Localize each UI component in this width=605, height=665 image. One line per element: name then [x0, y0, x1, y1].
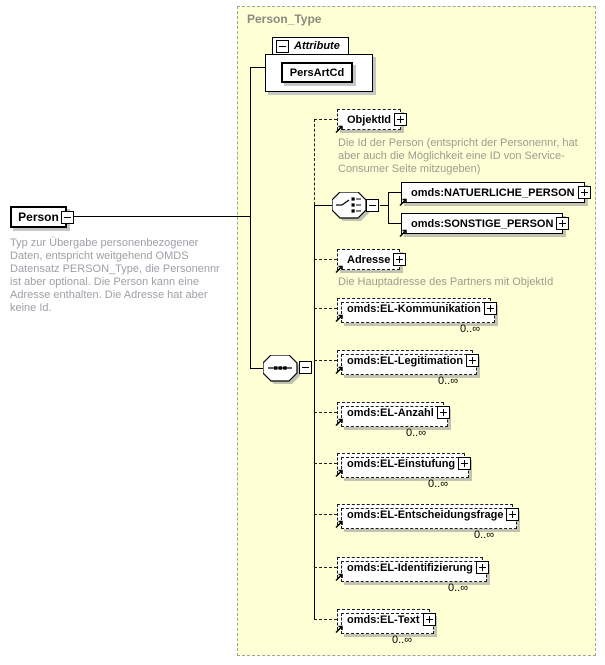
element-el-legitimation-label: omds:EL-Legitimation [347, 354, 464, 367]
connector-to-sequence [250, 368, 264, 369]
attribute-group-tab[interactable]: Attribute [272, 37, 349, 55]
connector-trunk-main [250, 67, 251, 369]
cardinality-el-anzahl: 0..∞ [406, 427, 427, 439]
element-sonstige-person[interactable]: omds:SONSTIGE_PERSON [399, 213, 570, 238]
cardinality-el-kommunikation: 0..∞ [460, 323, 481, 335]
element-el-text-label: omds:EL-Text [347, 613, 420, 626]
sequence-icon [263, 355, 300, 384]
element-natuerliche-person[interactable]: omds:NATUERLICHE_PERSON [399, 182, 591, 207]
element-sonstige-person-label: omds:SONSTIGE_PERSON [411, 217, 554, 230]
attribute-group-label: Attribute [294, 40, 340, 52]
expand-icon[interactable] [394, 112, 408, 126]
connector-children-trunk-optional [314, 119, 315, 205]
element-person-label: Person [18, 210, 59, 224]
element-reference-icon [335, 125, 343, 134]
connector-choice-out [380, 205, 388, 206]
connector-sonstige-person [388, 223, 401, 224]
element-reference-icon [335, 366, 343, 375]
attribute-persartcd[interactable]: PersArtCd [281, 62, 353, 83]
collapse-icon[interactable] [61, 211, 74, 224]
cardinality-el-text: 0..∞ [392, 634, 413, 646]
person-type-container: Person_Type [237, 6, 596, 656]
connector-el-kommunikation [314, 308, 337, 309]
connector-objektid [314, 119, 337, 120]
expand-icon[interactable] [506, 507, 520, 521]
element-el-einstufung[interactable]: omds:EL-Einstufung [335, 453, 472, 478]
element-reference-icon [335, 314, 343, 323]
connector-adresse [314, 259, 337, 260]
expand-icon[interactable] [577, 185, 591, 199]
element-reference-icon [335, 573, 343, 582]
connector-el-einstufung [314, 463, 337, 464]
cardinality-el-entscheidungsfrage: 0..∞ [474, 529, 495, 541]
element-natuerliche-person-label: omds:NATUERLICHE_PERSON [411, 186, 575, 199]
connector-el-entscheidungsfrage [314, 514, 337, 515]
element-objektid[interactable]: ObjektId [335, 109, 408, 134]
element-el-anzahl-label: omds:EL-Anzahl [347, 406, 434, 419]
person-type-title: Person_Type [247, 12, 322, 26]
connector-natuerliche-person [388, 192, 401, 193]
element-person[interactable]: Person [10, 206, 74, 228]
objektid-annotation: Die Id der Person (entspricht der Person… [338, 137, 578, 175]
collapse-icon[interactable] [276, 39, 289, 53]
cardinality-el-legitimation: 0..∞ [438, 375, 459, 387]
connector-choice-branch [388, 192, 389, 224]
element-el-entscheidungsfrage-label: omds:EL-Entscheidungsfrage [347, 508, 504, 521]
connector-el-text [314, 619, 337, 620]
connector-person-to-type [74, 216, 250, 217]
connector-el-anzahl [314, 412, 337, 413]
connector-el-identifizierung [314, 567, 337, 568]
cardinality-el-einstufung: 0..∞ [428, 478, 449, 490]
attribute-persartcd-label: PersArtCd [289, 66, 345, 79]
element-reference-icon [335, 625, 343, 634]
element-el-einstufung-label: omds:EL-Einstufung [347, 457, 456, 470]
connector-to-attributes [250, 67, 265, 68]
element-el-text[interactable]: omds:EL-Text [335, 609, 436, 634]
expand-icon[interactable] [393, 252, 407, 266]
element-reference-icon [335, 520, 343, 529]
element-reference-icon [399, 229, 407, 238]
element-el-kommunikation-label: omds:EL-Kommunikation [347, 302, 481, 315]
element-adresse[interactable]: Adresse [335, 249, 407, 274]
choice-icon [332, 192, 369, 221]
connector-choice [314, 205, 333, 206]
expand-icon[interactable] [466, 353, 480, 367]
element-el-identifizierung-label: omds:EL-Identifizierung [347, 561, 473, 574]
element-el-entscheidungsfrage[interactable]: omds:EL-Entscheidungsfrage [335, 504, 520, 529]
person-annotation: Typ zur Übergabe personenbezogener Daten… [10, 237, 220, 314]
element-reference-icon [335, 265, 343, 274]
expand-icon[interactable] [475, 560, 489, 574]
expand-icon[interactable] [458, 456, 472, 470]
cardinality-el-identifizierung: 0..∞ [448, 582, 469, 594]
element-reference-icon [399, 198, 407, 207]
expand-icon[interactable] [422, 612, 436, 626]
adresse-annotation: Die Hauptadresse des Partners mit Objekt… [338, 276, 554, 288]
expand-icon[interactable] [556, 216, 570, 230]
element-el-identifizierung[interactable]: omds:EL-Identifizierung [335, 557, 489, 582]
element-reference-icon [335, 469, 343, 478]
element-el-legitimation[interactable]: omds:EL-Legitimation [335, 350, 480, 375]
element-el-anzahl[interactable]: omds:EL-Anzahl [335, 402, 450, 427]
element-adresse-label: Adresse [347, 253, 391, 266]
expand-icon[interactable] [483, 301, 497, 315]
element-reference-icon [335, 418, 343, 427]
connector-el-legitimation [314, 360, 337, 361]
expand-icon[interactable] [436, 405, 450, 419]
element-el-kommunikation[interactable]: omds:EL-Kommunikation [335, 298, 497, 323]
sequence-collapse-icon[interactable] [299, 361, 312, 374]
element-objektid-label: ObjektId [347, 113, 392, 126]
choice-collapse-icon[interactable] [366, 199, 379, 212]
